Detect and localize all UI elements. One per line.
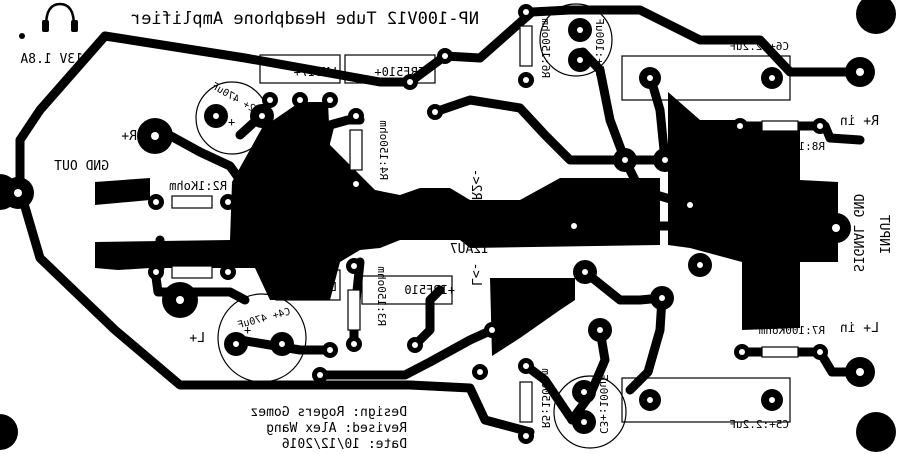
- cap-c4-top-outline: [539, 3, 613, 77]
- lm317-bottom-outline: [275, 269, 341, 301]
- irf510-top-label: IRF510+: [374, 65, 425, 79]
- ground-pour-right: [668, 92, 838, 330]
- outer-trace: [15, 31, 535, 437]
- r-plus-label: R+: [121, 129, 137, 144]
- c6-label: C6+:2.2uF: [729, 40, 789, 53]
- mount-hole-bl: [0, 414, 18, 450]
- heater-r-label: R2<-: [468, 169, 483, 200]
- ground-pour-left: [95, 102, 660, 300]
- resistor-r3: [347, 289, 361, 331]
- cap-c2-polarity: +: [228, 115, 235, 129]
- c4-top-label: C4+:100uF: [593, 18, 606, 78]
- irf510-top-outline: [344, 54, 436, 84]
- cap-c5-outline: [621, 377, 791, 423]
- r3-label: R3:150ohm: [375, 266, 388, 326]
- mount-hole-tr: [856, 0, 896, 34]
- r7-label: R7:100Kohm: [758, 324, 825, 337]
- heater-pour: [490, 278, 575, 356]
- irf510-bottom-label: +IRF510: [404, 283, 455, 297]
- r6-label: R6:150ohm: [539, 18, 552, 78]
- cap-c4-polarity: +: [244, 323, 251, 337]
- design-line: Design: Rogers Gomez: [250, 405, 407, 420]
- copper-pours: [95, 92, 838, 356]
- revised-line: Revised: Alex Wang: [266, 421, 407, 436]
- lm317-top-label: LM317+: [294, 65, 337, 79]
- board-title: NP-100V12 Tube Headphone Amplifier: [131, 9, 479, 29]
- resistor-r1: [171, 265, 213, 279]
- r2-label: R2:1Kohm: [169, 179, 227, 193]
- resistor-r7: [761, 346, 799, 358]
- cap-c3-polarity: +: [568, 413, 575, 427]
- signal-gnd-label: SIGNAL GND: [850, 194, 865, 272]
- r4-label: R4:150ohm: [377, 120, 390, 180]
- resistor-r4: [349, 129, 363, 171]
- headphone-icon: [42, 2, 78, 32]
- l-in-label: L+ in: [840, 321, 879, 336]
- date-line: Date: 10/12/2016: [282, 437, 407, 452]
- r8-label: R8:100Kohm: [758, 140, 825, 153]
- resistor-r5: [519, 381, 533, 423]
- mount-hole-tl: [19, 33, 25, 39]
- irf510-bottom-outline: [361, 275, 453, 305]
- cap-c4-outline: [217, 293, 307, 383]
- c5-label: C5+:2.2uF: [729, 418, 789, 431]
- cap-c6-outline: [621, 55, 791, 101]
- c3-bottom-label: C3+:100uF: [597, 374, 610, 434]
- power-label: 13V 1.8A: [20, 52, 83, 67]
- mount-hole-br: [856, 412, 896, 452]
- resistor-r6: [519, 25, 533, 67]
- r1-label: R1:1Kohm: [169, 247, 227, 261]
- r-in-label: R+ in: [840, 114, 879, 129]
- resistor-r2: [171, 195, 213, 209]
- cap-c3-bottom-outline: [553, 375, 627, 449]
- tube-label: 12AU7: [450, 242, 489, 257]
- heater-l-label: L<-: [468, 263, 483, 286]
- component-pads: [148, 4, 828, 444]
- l-plus-label: L+: [189, 331, 205, 346]
- lm317-top-outline: [259, 54, 341, 84]
- gnd-out-label: GND OUT: [54, 159, 109, 174]
- lm317-bottom-label: LM317+: [294, 280, 337, 294]
- input-label: INPUT: [876, 215, 891, 254]
- resistor-r8: [761, 120, 799, 132]
- r5-label: R5:150ohm: [539, 368, 552, 428]
